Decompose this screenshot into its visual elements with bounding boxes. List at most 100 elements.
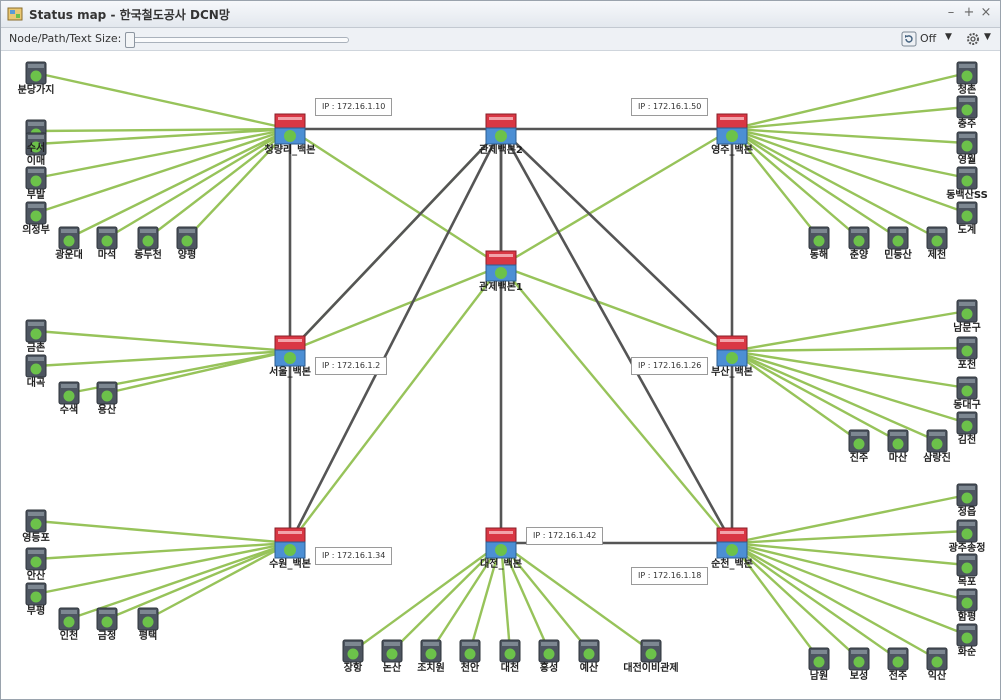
access-link[interactable] (731, 349, 899, 443)
backbone-router[interactable] (485, 527, 517, 559)
access-link[interactable] (106, 349, 291, 395)
access-link[interactable] (35, 127, 291, 215)
access-link[interactable] (731, 529, 968, 545)
station-node[interactable] (640, 639, 662, 663)
station-node[interactable] (848, 226, 870, 250)
backbone-router[interactable] (716, 335, 748, 367)
station-node[interactable] (25, 354, 47, 378)
access-link[interactable] (35, 541, 291, 596)
backbone-router[interactable] (485, 113, 517, 145)
station-node[interactable] (381, 639, 403, 663)
station-node[interactable] (25, 582, 47, 606)
backbone-router[interactable] (716, 527, 748, 559)
access-link[interactable] (731, 128, 860, 239)
access-link[interactable] (352, 542, 502, 652)
access-link[interactable] (731, 127, 968, 180)
station-node[interactable] (25, 166, 47, 190)
station-node[interactable] (956, 166, 978, 190)
cross-link[interactable] (289, 127, 502, 268)
chevron-down-icon[interactable]: ▼ (945, 32, 952, 42)
access-link[interactable] (731, 349, 938, 443)
access-link[interactable] (731, 346, 968, 353)
station-node[interactable] (887, 226, 909, 250)
station-node[interactable] (956, 519, 978, 543)
station-node[interactable] (58, 607, 80, 631)
cross-link[interactable] (500, 265, 733, 544)
refresh-mode-label[interactable]: Off (920, 32, 937, 45)
backbone-router[interactable] (274, 335, 306, 367)
access-link[interactable] (499, 542, 551, 652)
gear-icon[interactable] (965, 31, 981, 47)
station-node[interactable] (956, 201, 978, 225)
station-node[interactable] (956, 61, 978, 85)
station-node[interactable] (176, 226, 198, 250)
station-node[interactable] (887, 429, 909, 453)
access-link[interactable] (500, 542, 590, 652)
access-link[interactable] (35, 127, 291, 146)
backbone-router[interactable] (716, 113, 748, 145)
core-link[interactable] (500, 128, 733, 352)
access-link[interactable] (500, 542, 652, 652)
station-node[interactable] (342, 639, 364, 663)
access-link[interactable] (35, 519, 291, 545)
minimize-icon[interactable]: – (947, 5, 955, 20)
access-link[interactable] (731, 128, 820, 239)
core-link[interactable] (289, 128, 502, 352)
access-link[interactable] (106, 541, 291, 621)
station-node[interactable] (926, 647, 948, 671)
access-link[interactable] (731, 542, 899, 660)
station-node[interactable] (956, 411, 978, 435)
station-node[interactable] (956, 588, 978, 612)
access-link[interactable] (731, 493, 968, 545)
station-node[interactable] (96, 607, 118, 631)
access-link[interactable] (106, 127, 291, 240)
station-node[interactable] (926, 429, 948, 453)
access-link[interactable] (731, 127, 899, 240)
access-link[interactable] (35, 329, 291, 353)
access-link[interactable] (468, 542, 503, 652)
access-link[interactable] (731, 349, 968, 390)
station-node[interactable] (926, 226, 948, 250)
access-link[interactable] (731, 349, 968, 425)
cross-link[interactable] (289, 265, 502, 544)
station-node[interactable] (808, 226, 830, 250)
access-link[interactable] (731, 71, 968, 131)
access-link[interactable] (731, 541, 968, 637)
station-node[interactable] (578, 639, 600, 663)
station-node[interactable] (25, 61, 47, 85)
station-node[interactable] (499, 639, 521, 663)
access-link[interactable] (731, 105, 968, 131)
station-node[interactable] (956, 299, 978, 323)
station-node[interactable] (137, 226, 159, 250)
access-link[interactable] (147, 128, 291, 239)
access-link[interactable] (35, 349, 291, 368)
access-link[interactable] (35, 127, 291, 133)
station-node[interactable] (956, 95, 978, 119)
cross-link[interactable] (289, 264, 502, 353)
access-link[interactable] (186, 128, 291, 239)
access-link[interactable] (731, 309, 968, 353)
access-link[interactable] (35, 71, 291, 131)
station-node[interactable] (137, 607, 159, 631)
refresh-icon[interactable] (901, 31, 917, 47)
backbone-router[interactable] (274, 527, 306, 559)
core-link[interactable] (288, 128, 503, 544)
maximize-icon[interactable]: + (963, 5, 975, 20)
station-node[interactable] (956, 336, 978, 360)
access-link[interactable] (731, 541, 938, 661)
access-link[interactable] (499, 542, 512, 652)
core-link[interactable] (499, 128, 734, 544)
station-node[interactable] (58, 226, 80, 250)
slider-thumb[interactable] (125, 32, 135, 48)
access-link[interactable] (731, 127, 938, 240)
station-node[interactable] (956, 483, 978, 507)
backbone-router[interactable] (485, 250, 517, 282)
access-link[interactable] (731, 541, 968, 567)
access-link[interactable] (429, 542, 503, 652)
size-slider[interactable] (125, 32, 349, 48)
cross-link[interactable] (500, 264, 733, 353)
title-bar[interactable]: Status map - 한국철도공사 DCN망 – + × (1, 1, 1000, 28)
access-link[interactable] (731, 541, 968, 602)
station-node[interactable] (887, 647, 909, 671)
